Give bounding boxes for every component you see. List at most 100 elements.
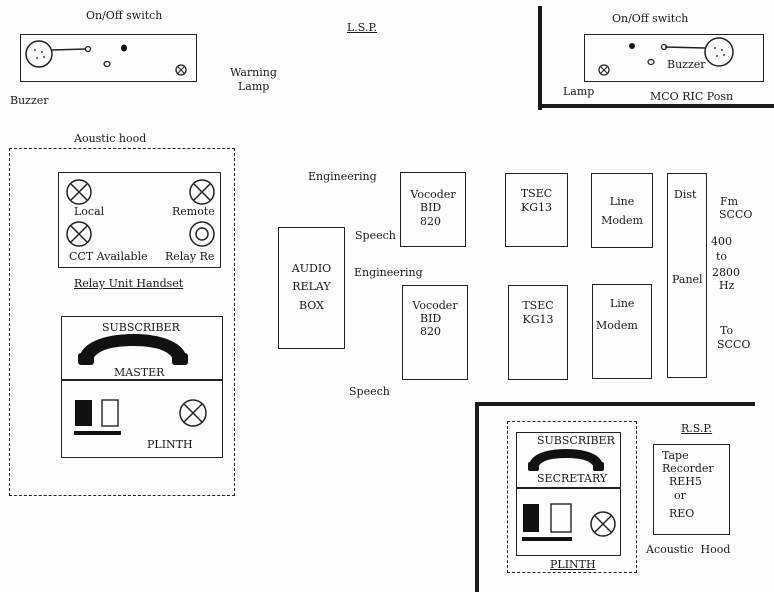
relay-lamp-icon bbox=[189, 221, 215, 247]
warning-label: Warning bbox=[230, 66, 277, 79]
plinth-key-black bbox=[523, 504, 539, 532]
secretary-subscriber-unit bbox=[516, 432, 621, 556]
plinth-lamp-icon-master bbox=[179, 399, 207, 427]
modem-label: Modem bbox=[596, 319, 638, 332]
tape-label: Tape bbox=[662, 449, 689, 462]
buzzer-icon-left bbox=[25, 40, 53, 68]
buzzer-label-right: Buzzer bbox=[667, 58, 706, 71]
plinth-lamp-icon-secretary bbox=[590, 511, 616, 537]
freq-2800-label: 2800 bbox=[712, 266, 740, 279]
modem-label: Modem bbox=[601, 214, 643, 227]
buzzer-switch-unit-right bbox=[584, 34, 764, 82]
secretary-label: SECRETARY bbox=[537, 472, 608, 485]
plinth-key-black bbox=[75, 400, 92, 426]
relay-re-label: Relay Re bbox=[165, 250, 215, 263]
relay-unit-handset bbox=[58, 172, 221, 268]
rsp-wall-vertical bbox=[475, 402, 479, 592]
switch-lever-right bbox=[664, 46, 706, 49]
lsp-title: L.S.P. bbox=[347, 21, 378, 34]
local-label: Local bbox=[74, 205, 105, 218]
vocoder-box-lower: Vocoder BID 820 bbox=[402, 285, 468, 380]
mco-ric-position-label: MCO RIC Posn bbox=[650, 90, 734, 103]
engineering-label-upper: Engineering bbox=[308, 170, 377, 183]
buzzer-switch-unit-left bbox=[20, 34, 197, 82]
secretary-divider bbox=[516, 487, 621, 489]
vocoder-box-upper: Vocoder BID 820 bbox=[400, 172, 466, 247]
line-label: Line bbox=[609, 195, 635, 208]
remote-lamp-icon bbox=[189, 179, 215, 205]
tsec-box-upper: TSEC KG13 bbox=[505, 173, 568, 247]
tsec-label: TSEC bbox=[520, 187, 553, 200]
subscriber-label-master: SUBSCRIBER bbox=[102, 321, 180, 334]
tsec-label: TSEC bbox=[522, 299, 554, 312]
freq-hz-label: Hz bbox=[719, 279, 735, 292]
recorder-label: Recorder bbox=[662, 462, 714, 475]
speech-label-lower: Speech bbox=[349, 385, 390, 398]
audio-label: AUDIO bbox=[291, 262, 332, 275]
fm-scco-label: SCCO bbox=[719, 208, 753, 221]
buzzer-icon-right bbox=[704, 37, 734, 67]
lamp-label-left: Lamp bbox=[238, 80, 270, 93]
speech-label-upper: Speech bbox=[355, 229, 396, 242]
plinth-key-white bbox=[101, 399, 119, 427]
to-label: To bbox=[720, 324, 734, 337]
audio-relay-box: AUDIO RELAY BOX bbox=[278, 227, 345, 349]
to-scco-label: SCCO bbox=[717, 338, 751, 351]
reh5-label: REH5 bbox=[669, 475, 702, 488]
buzzer-label-left: Buzzer bbox=[10, 94, 49, 107]
rsp-title: R.S.P. bbox=[681, 422, 713, 435]
plinth-label-secretary: PLINTH bbox=[550, 558, 596, 571]
acoustic-hood-title: Aoustic hood bbox=[74, 132, 147, 145]
model-label: 820 bbox=[420, 325, 441, 338]
box-label: BOX bbox=[299, 299, 324, 312]
switch-lever-left bbox=[51, 48, 87, 51]
warning-lamp-icon-left bbox=[175, 64, 187, 76]
bid-label: BID bbox=[420, 312, 442, 325]
master-divider bbox=[61, 379, 223, 381]
switch-knob-right bbox=[629, 43, 635, 49]
dist-panel: Dist Panel bbox=[667, 173, 707, 378]
kg13-label: KG13 bbox=[522, 313, 554, 326]
acoustic-hood-label-rsp: Acoustic Hood bbox=[646, 543, 731, 556]
panel-label: Panel bbox=[672, 273, 703, 286]
freq-400-label: 400 bbox=[711, 235, 732, 248]
master-subscriber-unit bbox=[61, 316, 223, 458]
relay-label: RELAY bbox=[292, 280, 331, 293]
line-label: Line bbox=[610, 297, 635, 310]
remote-label: Remote bbox=[172, 205, 215, 218]
acoustic-hood-outline bbox=[9, 148, 235, 496]
reo-label: REO bbox=[669, 507, 695, 520]
line-modem-box-lower: Line Modem bbox=[592, 284, 652, 379]
cct-available-label: CCT Available bbox=[69, 250, 148, 263]
vocoder-label: Vocoder bbox=[412, 299, 458, 312]
on-off-switch-label-right: On/Off switch bbox=[612, 12, 689, 25]
plinth-key-white bbox=[550, 503, 572, 533]
master-label: MASTER bbox=[114, 366, 165, 379]
plinth-label-master: PLINTH bbox=[147, 438, 193, 451]
cct-available-lamp-icon bbox=[66, 221, 92, 247]
tape-recorder-box: Tape Recorder REH5 or REO bbox=[653, 444, 730, 535]
local-lamp-icon bbox=[66, 179, 92, 205]
bid-label: BID bbox=[420, 201, 442, 214]
on-off-switch-label-left: On/Off switch bbox=[86, 9, 163, 22]
rsp-acoustic-hood-outline bbox=[507, 421, 637, 573]
or-label: or bbox=[674, 489, 686, 502]
vocoder-label: Vocoder bbox=[410, 188, 456, 201]
tsec-box-lower: TSEC KG13 bbox=[508, 285, 568, 380]
model-label: 820 bbox=[420, 215, 441, 228]
mco-wall-horizontal bbox=[538, 104, 774, 108]
lamp-icon-right bbox=[598, 64, 610, 76]
line-modem-box-upper: Line Modem bbox=[591, 173, 653, 248]
lamp-label-right: Lamp bbox=[563, 85, 595, 98]
engineering-label-lower: Engineering bbox=[354, 266, 423, 279]
fm-label: Fm bbox=[720, 195, 739, 208]
subscriber-label-secretary: SUBSCRIBER bbox=[537, 434, 615, 447]
mco-wall-vertical bbox=[538, 6, 542, 110]
